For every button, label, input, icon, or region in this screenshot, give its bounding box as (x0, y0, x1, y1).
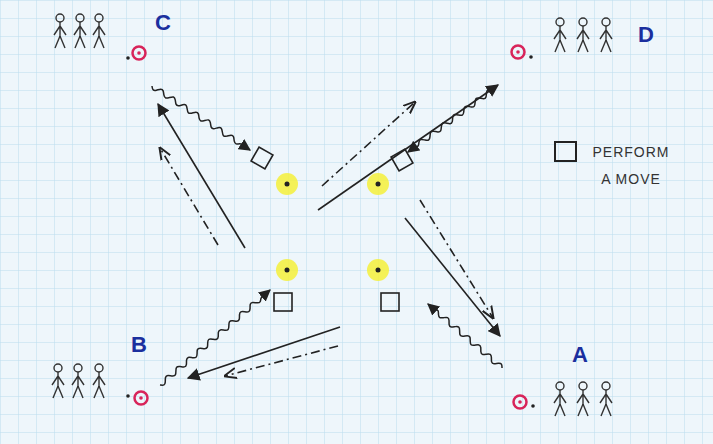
start-marker (512, 46, 525, 59)
start-marker (133, 47, 146, 60)
dribble-line (152, 86, 250, 150)
move-square (274, 293, 292, 311)
player-figure (52, 364, 64, 398)
cone (285, 182, 290, 187)
group-letter: B (131, 334, 147, 356)
start-marker (139, 396, 143, 400)
cone (376, 268, 381, 273)
pass-line (405, 218, 500, 336)
ball (531, 404, 535, 408)
dribble-line (408, 90, 492, 152)
ball (126, 394, 130, 398)
run-line (160, 148, 218, 245)
player-figure (54, 14, 66, 48)
player-figure (600, 18, 612, 52)
cone (367, 259, 389, 281)
pass-line (158, 104, 245, 248)
dribble-line (428, 304, 502, 368)
start-marker (518, 400, 522, 404)
cone (285, 268, 290, 273)
ball (529, 55, 533, 59)
legend-item: PERFORM A MOVE (554, 139, 671, 193)
start-marker (516, 50, 520, 54)
move-square (251, 147, 273, 169)
player-figure (93, 364, 105, 398)
start-marker (137, 51, 141, 55)
group-letter: D (638, 24, 654, 46)
group-letter: C (155, 12, 171, 34)
ball (126, 56, 130, 60)
player-figure (577, 18, 589, 52)
cone (276, 173, 298, 195)
run-line (225, 346, 338, 376)
move-square (381, 293, 399, 311)
player-figure (554, 18, 566, 52)
start-marker (135, 392, 148, 405)
cone (367, 173, 389, 195)
cone (376, 182, 381, 187)
legend-square (554, 141, 577, 162)
pass-line (318, 85, 498, 210)
pass-line (188, 327, 340, 378)
player-figure (577, 382, 589, 416)
start-marker (514, 396, 527, 409)
group-letter: A (572, 344, 588, 366)
player-figure (600, 382, 612, 416)
dribble-line (160, 290, 270, 385)
player-figure (74, 14, 86, 48)
legend-text: PERFORM A MOVE (591, 139, 671, 193)
player-figure (554, 382, 566, 416)
player-figure (72, 364, 84, 398)
cone (276, 259, 298, 281)
run-line (322, 102, 415, 186)
player-figure (93, 14, 105, 48)
run-line (420, 200, 493, 318)
move-square (391, 149, 413, 171)
